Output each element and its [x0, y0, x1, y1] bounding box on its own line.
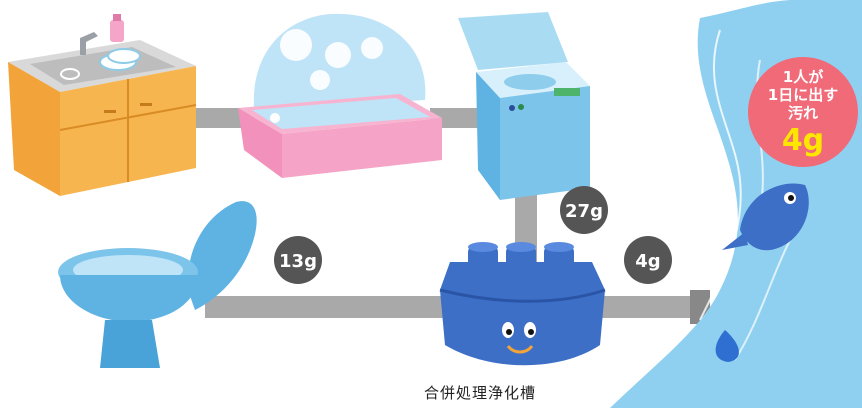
bathtub-illustration — [238, 13, 442, 178]
callout-amount: 4g — [782, 123, 824, 158]
callout-line1: 1人が — [783, 68, 824, 86]
pipe-bath-to-washer — [430, 108, 485, 128]
daily-pollution-callout: 1人が 1日に出す 汚れ 4g — [748, 57, 858, 167]
washing-machine-illustration — [458, 12, 590, 200]
tank-body — [440, 262, 605, 366]
detergent-bottle — [110, 20, 124, 42]
faucet — [80, 32, 98, 55]
tank-smile — [506, 344, 534, 354]
badge-13g: 13g — [274, 236, 322, 284]
fish-illustration — [722, 183, 809, 251]
septic-tank-illustration — [439, 242, 606, 366]
badge-13g-label: 13g — [279, 251, 317, 272]
septic-tank-label: 合併処理浄化槽 — [423, 384, 536, 402]
callout-line2: 1日に出す — [768, 86, 838, 104]
badge-27g-label: 27g — [565, 201, 603, 222]
callout-line3: 汚れ — [788, 104, 818, 122]
water-drop — [715, 330, 739, 362]
badge-4g-label: 4g — [635, 251, 660, 272]
pipe-kitchen-to-bath — [190, 108, 250, 128]
badge-4g: 4g — [624, 236, 672, 284]
pipe-tank-to-river — [600, 296, 698, 318]
kitchen-sink-illustration — [8, 14, 197, 196]
toilet-illustration — [58, 201, 257, 368]
toilet-lid — [188, 201, 257, 310]
pipe-toilet-to-tank — [205, 296, 450, 318]
badge-27g: 27g — [560, 186, 608, 234]
